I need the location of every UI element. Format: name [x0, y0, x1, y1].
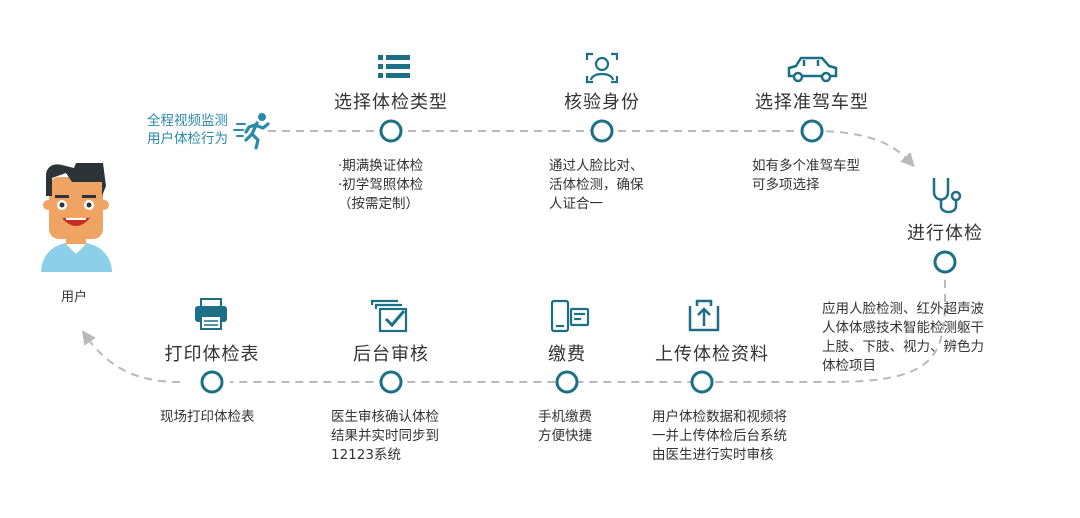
running-person-icon — [233, 113, 270, 150]
car-icon — [787, 56, 838, 83]
desc-line: （按需定制） — [338, 196, 419, 212]
step-desc-examination: 应用人脸检测、红外超声波 人体体感技术智能检测躯干 上肢、下肢、视力、辨色力 体… — [822, 300, 984, 376]
node-print — [200, 370, 224, 394]
step-desc-payment: 手机缴费 方便快捷 — [538, 408, 592, 446]
node-payment — [555, 370, 579, 394]
desc-line: ·期满换证体检 — [338, 158, 424, 174]
step-desc-select-type: ·期满换证体检 ·初学驾照体检 （按需定制） — [338, 157, 423, 214]
node-examination — [933, 250, 957, 274]
desc-line: 现场打印体检表 — [160, 409, 255, 425]
user-avatar — [41, 163, 112, 272]
face-scan-icon — [585, 52, 619, 84]
desc-line: 一并上传体检后台系统 — [652, 428, 787, 444]
monitoring-note: 全程视频监测 用户体检行为 — [128, 112, 228, 148]
node-review — [379, 370, 403, 394]
list-icon — [378, 55, 410, 78]
node-upload — [690, 370, 714, 394]
desc-line: 可多项选择 — [752, 177, 820, 193]
stethoscope-icon — [932, 178, 962, 214]
desc-line: 如有多个准驾车型 — [752, 158, 860, 174]
desc-line: 结果并实时同步到 — [331, 428, 439, 444]
mobile-pay-icon — [550, 299, 590, 333]
step-desc-print: 现场打印体检表 — [160, 408, 255, 427]
monitoring-line-2: 用户体检行为 — [147, 131, 228, 147]
desc-line: 人体体感技术智能检测躯干 — [822, 320, 984, 336]
desc-line: 活体检测，确保 — [549, 177, 644, 193]
desc-line: 12123系统 — [331, 447, 401, 463]
step-title-review: 后台审核 — [353, 344, 429, 365]
desc-line: 人证合一 — [549, 196, 603, 212]
step-title-select-vehicle: 选择准驾车型 — [755, 92, 869, 113]
desc-line: 通过人脸比对、 — [549, 158, 644, 174]
desc-line: 应用人脸检测、红外超声波 — [822, 301, 984, 317]
step-title-payment: 缴费 — [548, 344, 586, 365]
desc-line: 手机缴费 — [538, 409, 592, 425]
printer-icon — [195, 298, 227, 330]
upload-icon — [688, 299, 720, 332]
desc-line: 方便快捷 — [538, 428, 592, 444]
step-desc-review: 医生审核确认体检 结果并实时同步到 12123系统 — [331, 408, 439, 465]
checklist-icon — [370, 299, 408, 333]
step-title-verify-identity: 核验身份 — [564, 92, 640, 113]
monitoring-line-1: 全程视频监测 — [147, 113, 228, 129]
desc-line: 体检项目 — [822, 358, 876, 374]
node-select-vehicle — [800, 119, 824, 143]
desc-line: ·初学驾照体检 — [338, 177, 424, 193]
desc-line: 上肢、下肢、视力、辨色力 — [822, 339, 984, 355]
node-verify-identity — [590, 119, 614, 143]
step-desc-upload: 用户体检数据和视频将 一并上传体检后台系统 由医生进行实时审核 — [652, 408, 787, 465]
step-desc-select-vehicle: 如有多个准驾车型 可多项选择 — [752, 157, 860, 195]
desc-line: 用户体检数据和视频将 — [652, 409, 787, 425]
step-title-upload: 上传体检资料 — [655, 344, 769, 365]
desc-line: 由医生进行实时审核 — [652, 447, 774, 463]
user-label: 用户 — [61, 290, 88, 305]
flow-path — [81, 130, 946, 383]
step-title-print: 打印体检表 — [164, 344, 260, 365]
node-select-type — [379, 119, 403, 143]
node-circles — [200, 119, 957, 394]
step-title-examination: 进行体检 — [907, 223, 983, 244]
step-desc-verify-identity: 通过人脸比对、 活体检测，确保 人证合一 — [549, 157, 644, 214]
desc-line: 医生审核确认体检 — [331, 409, 439, 425]
step-title-select-type: 选择体检类型 — [334, 92, 448, 113]
